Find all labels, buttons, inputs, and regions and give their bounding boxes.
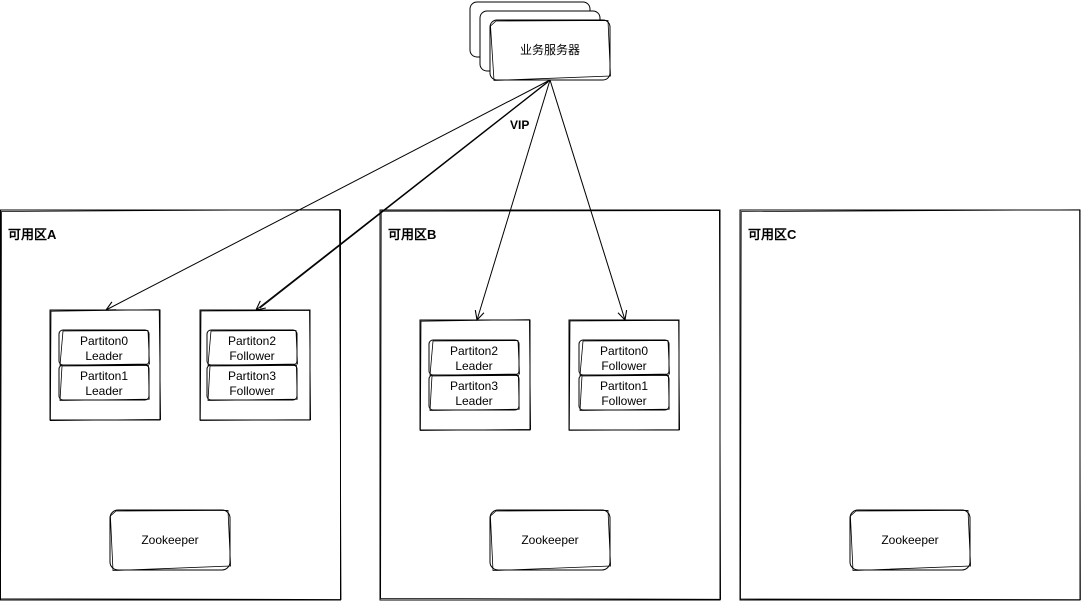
zookeeper-node: Zookeeper [109,509,232,572]
partition-name: Partiton2 [228,334,276,348]
partition-box: Partiton2 Leader [428,339,520,376]
business-server-label: 业务服务器 [520,42,580,57]
arrow-to-zone-b-broker-2 [549,79,628,322]
partition-box: Partiton2 Follower [206,329,298,366]
partition-box: Partiton1 Follower [578,374,670,411]
zone-b-label: 可用区B [388,227,436,242]
partition-name: Partiton2 [450,344,498,358]
partition-role: Leader [85,384,122,398]
partition-role: Follower [601,394,646,408]
partition-name: Partiton0 [600,344,648,358]
partition-role: Leader [455,359,492,373]
partition-role: Follower [229,384,274,398]
arrow-to-zone-a-broker-1 [104,79,551,311]
partition-name: Partiton1 [80,369,128,383]
partition-name: Partiton3 [450,379,498,393]
zookeeper-label: Zookeeper [141,533,198,547]
vip-label: VIP [510,118,529,132]
connections [104,79,628,322]
business-server-stack: 业务服务器 [469,1,611,81]
vip-label-group: VIP [508,116,532,132]
partition-box: Partiton0 Follower [578,339,670,376]
zookeeper-label: Zookeeper [521,533,578,547]
zone-a-label: 可用区A [8,227,57,242]
partition-box: Partiton0 Leader [58,329,150,366]
partition-name: Partiton0 [80,334,128,348]
zookeeper-node: Zookeeper [849,509,972,572]
partition-box: Partiton3 Leader [428,374,520,411]
zone-c-label: 可用区C [748,227,797,242]
partition-role: Follower [601,359,646,373]
arrow-stroke-overlay [259,81,549,309]
partition-role: Leader [455,394,492,408]
arrow-to-zone-b-broker-1 [474,79,551,322]
partition-box: Partiton1 Leader [58,364,150,401]
zookeeper-node: Zookeeper [489,509,612,572]
partition-role: Follower [229,349,274,363]
partition-name: Partiton1 [600,379,648,393]
partition-name: Partiton3 [228,369,276,383]
partition-role: Leader [85,349,122,363]
zookeeper-label: Zookeeper [881,533,938,547]
partition-box: Partiton3 Follower [206,364,298,401]
